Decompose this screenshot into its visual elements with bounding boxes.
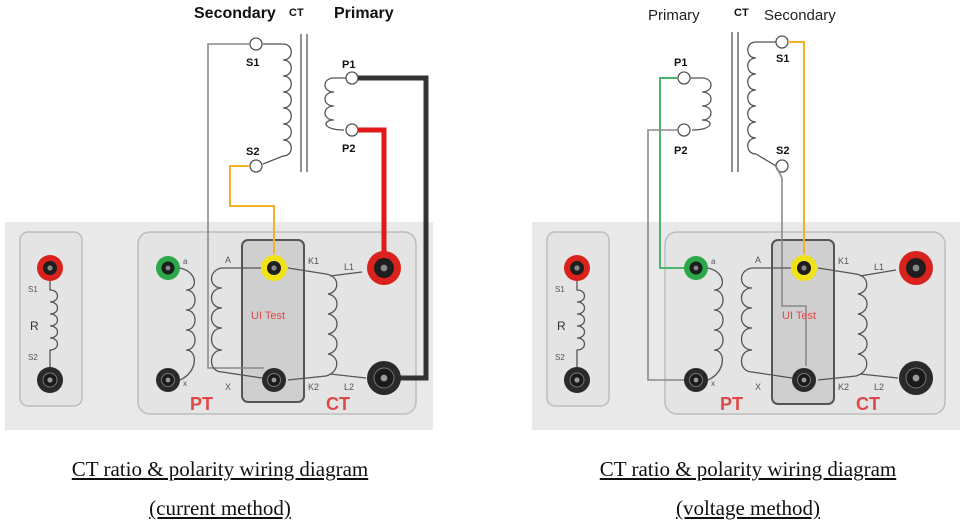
- right-header-primary: Primary: [648, 7, 700, 24]
- right-secondary-coil: [747, 41, 777, 167]
- right-s1-label: S1: [776, 53, 789, 65]
- right-gray-wire-p2: [647, 129, 686, 381]
- right-caption-line1: CT ratio & polarity wiring diagram: [599, 457, 897, 481]
- left-p1-label: P1: [342, 59, 355, 71]
- right-orange-wire: [788, 41, 805, 254]
- right-p1-terminal[interactable]: [677, 71, 691, 85]
- left-l1-label: L1: [344, 262, 354, 272]
- right-r-s1-label: S1: [555, 285, 565, 294]
- left-red-wire: [358, 127, 387, 252]
- right-ct-coil: [817, 267, 868, 381]
- left-ui-test-label: UI Test: [251, 310, 285, 322]
- left-pt-primary-coil: [210, 267, 263, 379]
- left-primary-coil: [324, 77, 346, 131]
- left-s2-label: S2: [246, 146, 259, 158]
- left-pt-x-label: x: [183, 379, 187, 388]
- right-header-secondary: Secondary: [764, 7, 836, 24]
- left-orange-wire: [229, 165, 275, 254]
- left-header-secondary: Secondary: [194, 5, 276, 22]
- right-l2-label: L2: [874, 382, 884, 392]
- right-gray-wire-s2: [775, 165, 807, 366]
- right-diagram: Primary CT Secondary P1 P2 S1 S2 S1 R S2: [532, 7, 960, 430]
- right-pt-X-label: X: [755, 382, 761, 392]
- left-pt-label: PT: [190, 394, 213, 414]
- right-header-ct: CT: [734, 7, 749, 19]
- right-ct-label: CT: [856, 394, 880, 414]
- left-diagram: Secondary CT Primary S1 S2 P1 P2 S1 R S2: [5, 5, 433, 430]
- right-pt-A-label: A: [755, 255, 761, 265]
- right-resistor-coil: [576, 281, 586, 367]
- left-r-s1-label: S1: [28, 285, 38, 294]
- left-secondary-coil: [262, 43, 292, 165]
- right-pt-secondary-coil: [707, 267, 724, 381]
- left-k1-label: K1: [308, 256, 319, 266]
- right-k1-label: K1: [838, 256, 849, 266]
- left-p2-terminal[interactable]: [345, 123, 359, 137]
- right-k2-label: K2: [838, 382, 849, 392]
- left-l2-label: L2: [344, 382, 354, 392]
- right-caption-line2: (voltage method): [675, 496, 821, 520]
- left-gray-wire: [207, 43, 264, 369]
- right-p2-label: P2: [674, 145, 687, 157]
- left-r-box: [19, 231, 83, 407]
- left-s2-terminal[interactable]: [249, 159, 263, 173]
- right-pt-primary-coil: [740, 267, 793, 379]
- left-pt-A-label: A: [225, 255, 231, 265]
- left-header-ct: CT: [289, 7, 304, 19]
- right-r-box: [546, 231, 610, 407]
- left-ct-label: CT: [326, 394, 350, 414]
- right-pt-x-label: x: [711, 379, 715, 388]
- left-p1-terminal[interactable]: [345, 71, 359, 85]
- right-pt-a-label: a: [711, 257, 716, 266]
- left-ct-coil: [287, 267, 338, 381]
- right-primary-coil: [690, 77, 712, 131]
- left-r-label: R: [30, 319, 39, 333]
- left-caption-line2: (current method): [149, 496, 291, 520]
- right-p2-terminal[interactable]: [677, 123, 691, 137]
- right-s1-terminal[interactable]: [775, 35, 789, 49]
- right-ui-test-label: UI Test: [782, 310, 816, 322]
- right-r-s2-label: S2: [555, 353, 565, 362]
- left-resistor-coil: [49, 281, 59, 367]
- left-pt-a-label: a: [183, 257, 188, 266]
- right-s2-label: S2: [776, 145, 789, 157]
- left-s1-label: S1: [246, 57, 259, 69]
- left-pt-X-label: X: [225, 382, 231, 392]
- right-l1-label: L1: [874, 262, 884, 272]
- right-p1-label: P1: [674, 57, 687, 69]
- left-p2-label: P2: [342, 143, 355, 155]
- left-r-s2-label: S2: [28, 353, 38, 362]
- left-pt-secondary-coil: [179, 267, 196, 381]
- left-s1-terminal[interactable]: [249, 37, 263, 51]
- left-header-primary: Primary: [334, 5, 394, 22]
- left-k2-label: K2: [308, 382, 319, 392]
- left-black-wire: [358, 75, 429, 381]
- right-r-label: R: [557, 319, 566, 333]
- left-caption-line1: CT ratio & polarity wiring diagram: [71, 457, 369, 481]
- right-green-wire: [659, 77, 688, 269]
- right-pt-label: PT: [720, 394, 743, 414]
